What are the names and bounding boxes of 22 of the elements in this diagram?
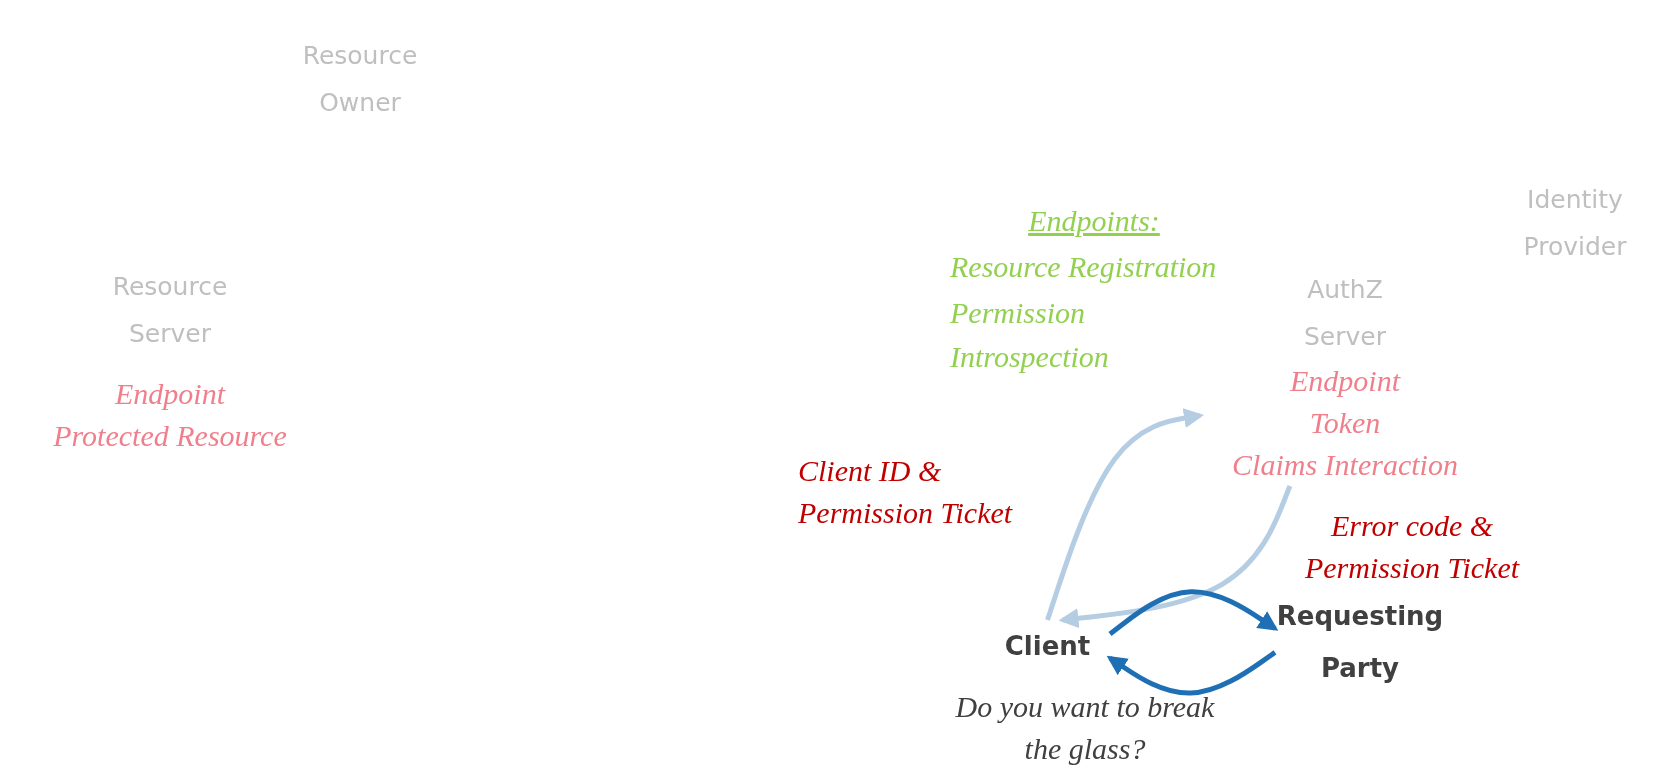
- node-label: Resource Server: [111, 271, 229, 350]
- curved-arrow: [1058, 485, 1293, 629]
- node-note: Endpoint: [1288, 363, 1402, 399]
- curved-arrow: [1106, 650, 1277, 696]
- node-label: Requesting Party: [1275, 600, 1445, 685]
- node-label: AuthZ Server: [1303, 274, 1387, 353]
- node-note: Endpoint: [113, 376, 227, 412]
- curved-arrow: [1045, 408, 1204, 621]
- endpoint-list-text: Resource Registration: [950, 249, 1217, 285]
- edge-label: Error code & Permission Ticket: [1303, 508, 1521, 586]
- edge-label: Client ID & Permission Ticket: [798, 453, 1014, 531]
- node-note: Claims Interaction: [1231, 447, 1459, 483]
- node-note: Protected Resource: [52, 418, 288, 454]
- curved-arrow: [1108, 589, 1279, 636]
- endpoint-list-text: Introspection: [950, 339, 1109, 375]
- node-label: Client: [1003, 630, 1092, 663]
- node-label: Resource Owner: [301, 40, 419, 119]
- endpoint-list-text: Endpoints:: [1028, 203, 1160, 239]
- endpoint-list-text: Permission: [950, 295, 1085, 331]
- node-note: Do you want to break the glass?: [955, 689, 1215, 767]
- node-note: Token: [1308, 405, 1382, 441]
- node-label: Identity Provider: [1522, 184, 1628, 263]
